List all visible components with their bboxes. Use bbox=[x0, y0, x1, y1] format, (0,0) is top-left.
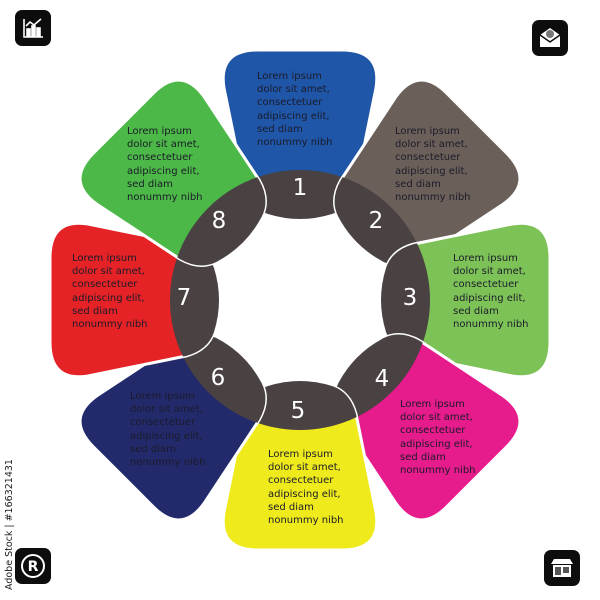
petal-number: 4 bbox=[375, 366, 390, 392]
email-icon bbox=[532, 20, 568, 56]
text-line: sed diam bbox=[72, 305, 118, 317]
petal-8: 8 bbox=[78, 78, 298, 298]
text-line: consectetuer bbox=[72, 279, 138, 291]
text-line: nonummy nibh bbox=[72, 319, 148, 331]
text-line: nonummy nibh bbox=[257, 137, 333, 149]
petal-number: 5 bbox=[291, 398, 306, 424]
petal-5: 5 bbox=[221, 379, 379, 552]
petal-3: 3 bbox=[379, 221, 552, 379]
text-line: Lorem ipsum bbox=[268, 449, 333, 460]
text-line: adipiscing elit, bbox=[130, 430, 203, 442]
petal-number: 8 bbox=[212, 208, 227, 234]
text-line: nonummy nibh bbox=[395, 192, 471, 204]
text-line: consectetuer bbox=[400, 425, 466, 437]
text-line: consectetuer bbox=[127, 152, 193, 164]
text-line: sed diam bbox=[257, 123, 303, 135]
petal-number: 7 bbox=[177, 285, 192, 311]
petal-4: 4 bbox=[302, 302, 522, 522]
text-line: adipiscing elit, bbox=[257, 110, 330, 122]
text-line: Lorem ipsum bbox=[127, 126, 192, 137]
registered-icon: R bbox=[15, 548, 51, 584]
text-line: Lorem ipsum bbox=[257, 71, 322, 82]
svg-text:R: R bbox=[28, 559, 39, 575]
text-line: consectetuer bbox=[395, 152, 461, 164]
text-line: sed diam bbox=[130, 443, 176, 455]
text-line: sed diam bbox=[400, 451, 446, 463]
text-line: dolor sit amet, bbox=[72, 266, 145, 278]
text-line: adipiscing elit, bbox=[395, 165, 468, 177]
number-cap bbox=[170, 170, 298, 298]
text-line: Lorem ipsum bbox=[400, 399, 465, 410]
petal-number: 1 bbox=[293, 175, 308, 201]
text-line: sed diam bbox=[453, 305, 499, 317]
shop-icon bbox=[544, 550, 580, 586]
text-line: nonummy nibh bbox=[127, 192, 203, 204]
text-line: consectetuer bbox=[268, 475, 334, 487]
petal-number: 3 bbox=[403, 285, 418, 311]
text-line: dolor sit amet, bbox=[453, 266, 526, 278]
number-cap bbox=[302, 302, 430, 430]
text-line: nonummy nibh bbox=[130, 457, 206, 469]
number-cap bbox=[170, 302, 298, 430]
text-line: Lorem ipsum bbox=[130, 391, 195, 402]
text-line: dolor sit amet, bbox=[130, 404, 203, 416]
petal-number: 6 bbox=[211, 365, 226, 391]
text-line: nonummy nibh bbox=[268, 515, 344, 527]
chart-icon bbox=[15, 10, 51, 46]
text-line: dolor sit amet, bbox=[400, 412, 473, 424]
text-line: consectetuer bbox=[130, 417, 196, 429]
petal-2: 2 bbox=[302, 78, 522, 298]
text-line: dolor sit amet, bbox=[268, 462, 341, 474]
text-line: dolor sit amet, bbox=[257, 84, 330, 96]
number-cap bbox=[302, 170, 430, 298]
text-line: adipiscing elit, bbox=[268, 488, 341, 500]
text-line: dolor sit amet, bbox=[127, 139, 200, 151]
petal-number: 2 bbox=[369, 208, 384, 234]
text-line: adipiscing elit, bbox=[72, 292, 145, 304]
stock-credit: Adobe Stock | #166321431 bbox=[4, 459, 15, 590]
text-line: consectetuer bbox=[453, 279, 519, 291]
text-line: Lorem ipsum bbox=[453, 253, 518, 264]
text-line: nonummy nibh bbox=[453, 319, 529, 331]
text-line: adipiscing elit, bbox=[453, 292, 526, 304]
text-line: sed diam bbox=[268, 501, 314, 513]
text-line: sed diam bbox=[395, 178, 441, 190]
petal-6: 6 bbox=[78, 302, 298, 522]
text-line: Lorem ipsum bbox=[72, 253, 137, 264]
text-line: consectetuer bbox=[257, 97, 323, 109]
text-line: adipiscing elit, bbox=[400, 438, 473, 450]
text-line: Lorem ipsum bbox=[395, 126, 460, 137]
text-line: dolor sit amet, bbox=[395, 139, 468, 151]
text-line: nonummy nibh bbox=[400, 465, 476, 477]
text-line: sed diam bbox=[127, 178, 173, 190]
text-line: adipiscing elit, bbox=[127, 165, 200, 177]
petal-7: 7 bbox=[48, 221, 221, 379]
